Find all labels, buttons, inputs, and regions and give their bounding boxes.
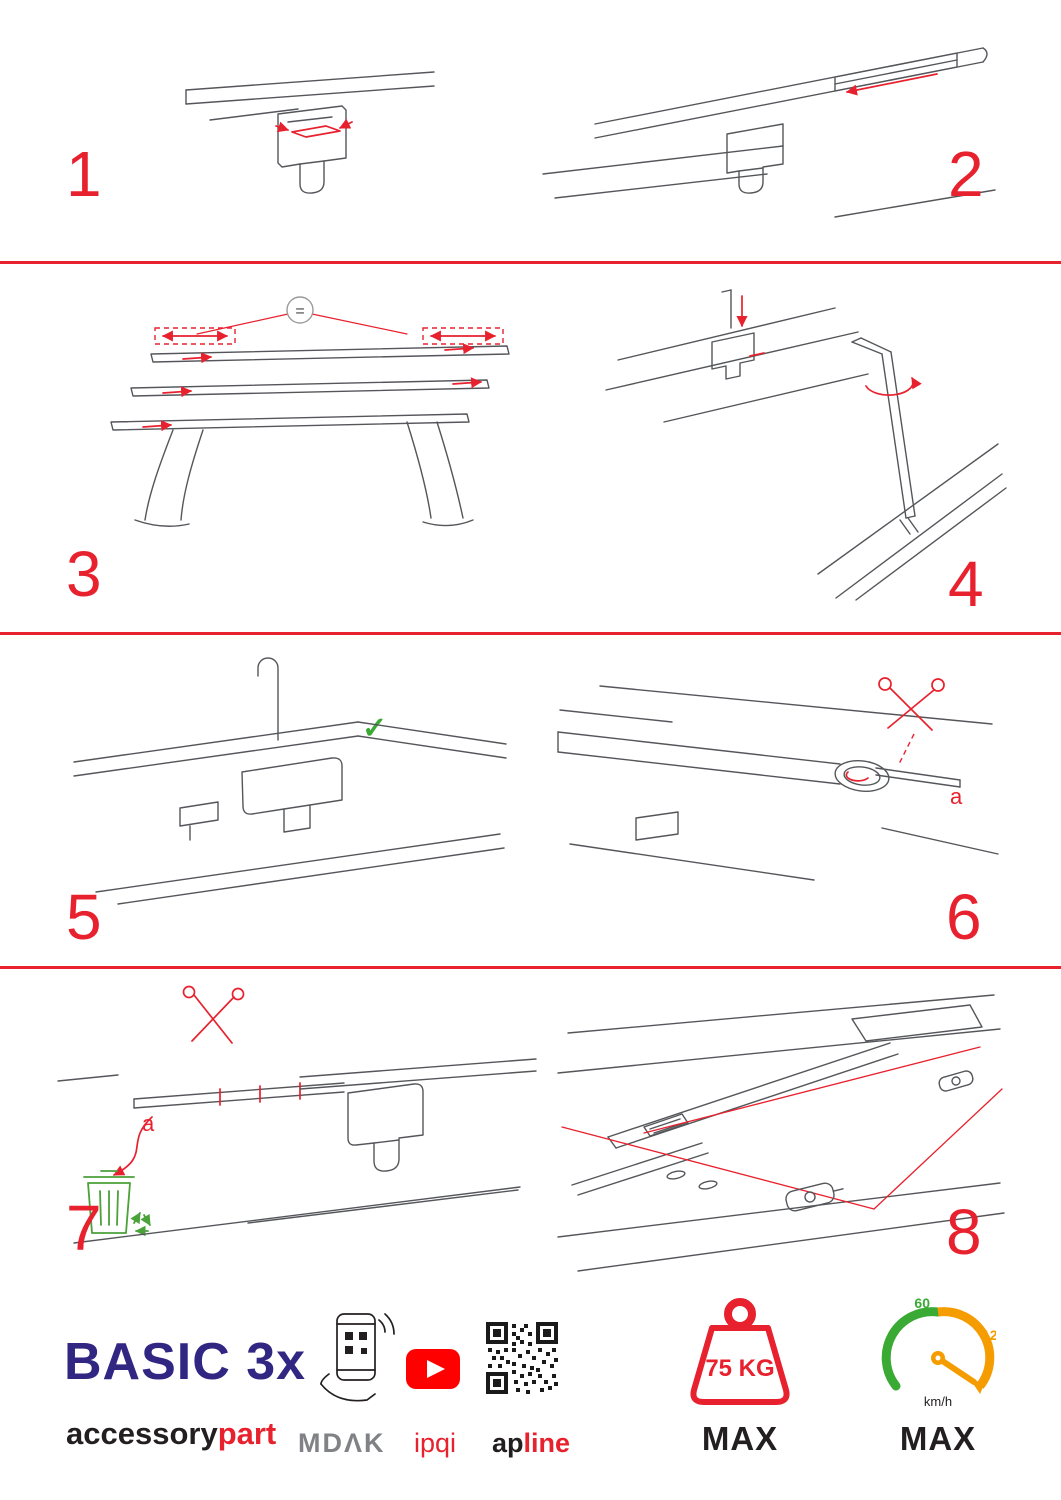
step6-illustration: a (557, 677, 999, 881)
youtube-icon (406, 1349, 460, 1389)
partner-apline: apline (492, 1428, 570, 1459)
section-divider-2 (0, 632, 1061, 635)
speedometer-icon: 60 120 km/h (881, 1295, 996, 1409)
brand-accessory: accessory (66, 1416, 218, 1451)
qr-code (486, 1322, 558, 1394)
step-2-number: 2 (948, 138, 984, 210)
equal-badge (286, 296, 314, 324)
max-weight-icon: 75 KG (690, 1298, 790, 1405)
section-divider-3 (0, 966, 1061, 969)
scissors-icon (182, 985, 245, 1044)
step5-illustration: ✓ (73, 657, 507, 905)
equal-symbol: = (295, 303, 304, 320)
measure-bracket-left (154, 327, 236, 345)
step-7-number: 7 (66, 1192, 102, 1264)
weight-max-label: MAX (701, 1420, 779, 1457)
t-bolt-small (938, 1070, 974, 1092)
partner-apline-red: line (523, 1428, 571, 1458)
step-1-number: 1 (66, 138, 102, 210)
step4-illustration (605, 289, 1007, 601)
step2-illustration (542, 47, 996, 218)
t-bolt (785, 1182, 844, 1212)
phone-scan-icon (320, 1313, 395, 1402)
step-8-number: 8 (946, 1196, 982, 1268)
step1-illustration (185, 71, 435, 194)
step3-illustration: = (110, 296, 510, 527)
trash-recycle-icon (83, 1170, 151, 1237)
partner-mdak: MDΛK (298, 1428, 386, 1458)
step7-illustration: a (57, 985, 537, 1244)
partner-ipqi: ipqi (414, 1428, 457, 1458)
cut-label-a: a (142, 1111, 155, 1136)
speed-tick-60: 60 (914, 1295, 930, 1311)
section-divider-1 (0, 261, 1061, 264)
partner-apline-dark: ap (492, 1428, 524, 1458)
brand-part: part (217, 1416, 277, 1451)
step-5-number: 5 (66, 881, 102, 953)
speed-unit: km/h (924, 1394, 952, 1409)
speed-max-label: MAX (899, 1420, 977, 1457)
speed-tick-120: 120 (982, 1327, 996, 1343)
brand-wordmark: accessorypart (66, 1416, 276, 1452)
step-6-number: 6 (946, 881, 982, 953)
scissors-icon (878, 677, 945, 731)
product-name: BASIC 3x (64, 1333, 307, 1391)
step8-illustration (557, 994, 1005, 1272)
cut-label-a: a (950, 784, 963, 809)
weight-value: 75 KG (705, 1355, 774, 1382)
step-4-number: 4 (948, 548, 984, 620)
step-3-number: 3 (66, 538, 102, 610)
